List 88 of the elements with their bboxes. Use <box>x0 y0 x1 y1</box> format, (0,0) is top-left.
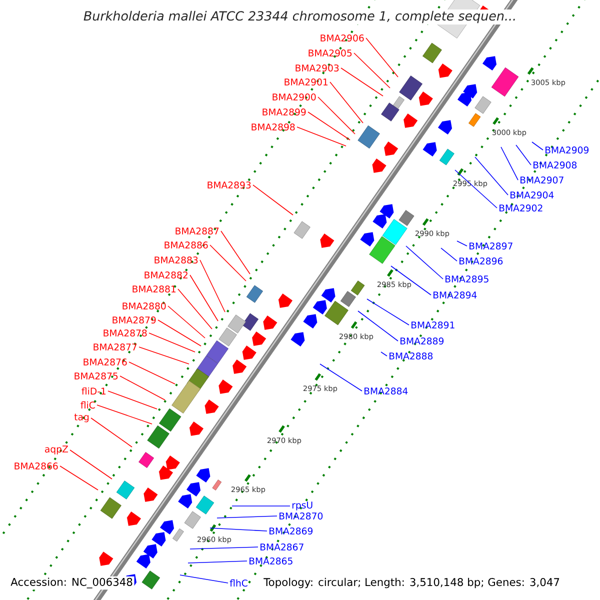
leader-line <box>366 298 410 326</box>
gene-label: fliC <box>80 401 95 409</box>
gene-label: BMA2895 <box>446 275 488 283</box>
leader-line <box>390 266 432 296</box>
leader-line <box>532 142 544 150</box>
leader-line <box>216 516 278 518</box>
gene-label: BMA2880 <box>122 302 166 310</box>
gene-label: BMA2888 <box>390 352 433 360</box>
leader-line <box>128 362 176 384</box>
gene-label: BMA2882 <box>144 271 188 279</box>
leader-line <box>158 320 202 346</box>
gene-label: BMA2886 <box>164 241 208 249</box>
gene-label: BMA2909 <box>546 146 589 154</box>
leader-line <box>308 112 350 140</box>
leader-line <box>180 574 228 584</box>
leader-line <box>148 332 196 352</box>
title: Burkholderia mallei ATCC 23344 chromosome 1, complete sequen... <box>82 10 518 24</box>
gene-label: BMA2898 <box>252 123 295 131</box>
gene-label: BMA2879 <box>112 316 156 324</box>
leader-line <box>90 418 132 448</box>
gene-label: BMA2875 <box>74 372 118 380</box>
leader-line <box>500 146 518 180</box>
gene-label: fliD-1 <box>82 387 106 395</box>
leader-line <box>220 230 250 274</box>
leader-line <box>96 404 152 424</box>
gene-label: BMA2887 <box>176 227 219 235</box>
gene-label: BMA2897 <box>470 242 512 250</box>
gene-label: BMA2899 <box>262 108 306 116</box>
gene-label: BMA2889 <box>400 337 444 345</box>
gene-label: BMA2903 <box>296 64 339 72</box>
leader-line <box>296 126 346 146</box>
gene-label: BMA2866 <box>14 462 58 470</box>
gene-label: aqpZ <box>45 446 68 454</box>
gene-label: BMA2891 <box>412 321 454 329</box>
leader-line <box>456 240 468 246</box>
gene-label: BMA2870 <box>280 512 323 520</box>
gene-label: BMA2900 <box>272 93 316 101</box>
gene-label: BMA2905 <box>308 49 352 57</box>
gene-label: flhC <box>230 579 248 587</box>
gene-label: BMA2881 <box>132 285 176 293</box>
leader-line <box>190 274 218 322</box>
leader-line <box>210 528 268 532</box>
leader-line <box>340 68 384 96</box>
leader-line <box>318 96 356 134</box>
gene-label: BMA2906 <box>320 34 364 42</box>
gene-label: BMA2877 <box>94 343 137 351</box>
leader-line <box>330 82 364 124</box>
leader-line <box>108 390 158 410</box>
footer-text: Accession: NC_006348 <box>9 576 134 590</box>
leader-line <box>380 352 388 356</box>
gene-label: tag <box>74 414 89 422</box>
leader-line <box>188 560 248 564</box>
leader-line <box>210 244 246 282</box>
leader-line <box>366 38 398 78</box>
leader-line <box>120 376 166 400</box>
leader-line <box>138 346 190 364</box>
gene-label: BMA2901 <box>284 78 328 86</box>
gene-label: BMA2869 <box>270 527 313 535</box>
gene-label: BMA2907 <box>520 176 564 184</box>
gene-label: BMA2878 <box>104 329 147 337</box>
leader-line <box>60 466 98 490</box>
leader-line <box>358 310 398 342</box>
gene-label: BMA2884 <box>364 387 408 395</box>
gene-label: BMA2908 <box>534 161 577 169</box>
leader-line <box>474 156 508 196</box>
gene-label: BMA2902 <box>500 204 542 212</box>
gene-label: BMA2876 <box>84 358 127 366</box>
leader-line <box>178 288 212 330</box>
leader-line <box>406 246 444 280</box>
gene-label: BMA2896 <box>460 257 503 265</box>
gene-label: BMA2893 <box>208 181 251 189</box>
leader-line <box>440 248 458 262</box>
leader-line <box>354 52 390 88</box>
gene-label: BMA2883 <box>154 256 198 264</box>
leader-line <box>168 306 206 338</box>
gene-label: BMA2904 <box>510 191 554 199</box>
leader-line <box>252 184 294 216</box>
leader-line <box>454 170 498 208</box>
gene-label: rpsU <box>292 502 312 510</box>
leader-line <box>516 144 532 166</box>
leader-line <box>190 546 258 550</box>
leader-line <box>320 364 362 392</box>
gene-label: BMA2865 <box>250 557 292 565</box>
gene-label: BMA2894 <box>434 291 477 299</box>
leader-line <box>70 450 112 480</box>
leader-line <box>200 260 226 312</box>
gene-label: BMA2867 <box>260 543 304 551</box>
footer-text: Topology: circular; Length: 3,510,148 bp; Genes: 3,047 <box>262 576 562 590</box>
